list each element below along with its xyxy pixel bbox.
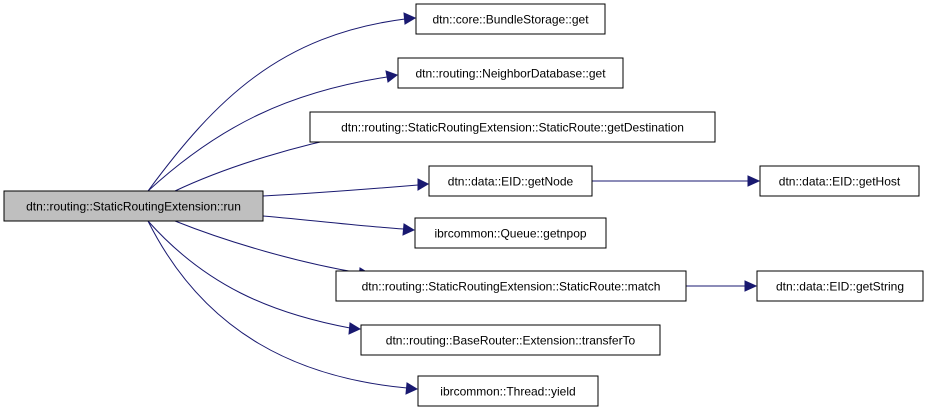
node-eid-get-string[interactable]: dtn::data::EID::getString xyxy=(756,270,924,302)
node-bundle-storage-get[interactable]: dtn::core::BundleStorage::get xyxy=(415,3,606,35)
arrowhead-thread-yield xyxy=(405,382,419,395)
arrowhead-eid-get-node xyxy=(417,178,430,191)
edge-run-to-static-route-get-destination xyxy=(174,133,358,192)
edges xyxy=(147,18,748,389)
arrowhead-eid-get-string xyxy=(744,280,758,292)
edge-run-to-extension-transfer-to xyxy=(147,220,351,329)
node-eid-get-host-label: dtn::data::EID::getHost xyxy=(779,175,901,189)
node-eid-get-node[interactable]: dtn::data::EID::getNode xyxy=(428,165,593,197)
node-bundle-storage-get-label: dtn::core::BundleStorage::get xyxy=(432,13,589,27)
arrowhead-neighbor-db-get xyxy=(385,70,399,83)
node-queue-getnpop[interactable]: ibrcommon::Queue::getnpop xyxy=(414,217,607,249)
node-static-route-match-label: dtn::routing::StaticRoutingExtension::St… xyxy=(362,280,661,294)
arrowhead-extension-transfer-to xyxy=(348,322,362,335)
node-thread-yield-label: ibrcommon::Thread::yield xyxy=(440,385,575,399)
node-eid-get-host[interactable]: dtn::data::EID::getHost xyxy=(759,165,920,197)
arrowhead-queue-getnpop xyxy=(402,223,416,236)
edge-run-to-thread-yield xyxy=(147,220,408,389)
edge-run-to-queue-getnpop xyxy=(262,215,405,230)
node-run[interactable]: dtn::routing::StaticRoutingExtension::ru… xyxy=(3,190,264,222)
node-queue-getnpop-label: ibrcommon::Queue::getnpop xyxy=(434,227,586,241)
node-extension-transfer-to[interactable]: dtn::routing::BaseRouter::Extension::tra… xyxy=(360,324,661,356)
arrowhead-eid-get-host xyxy=(747,175,761,187)
node-static-route-get-destination-label: dtn::routing::StaticRoutingExtension::St… xyxy=(341,121,684,135)
node-static-route-get-destination[interactable]: dtn::routing::StaticRoutingExtension::St… xyxy=(309,111,716,143)
node-eid-get-node-label: dtn::data::EID::getNode xyxy=(448,175,574,189)
arrowheads xyxy=(348,12,761,395)
edge-run-to-bundle-storage-get xyxy=(147,18,406,192)
node-eid-get-string-label: dtn::data::EID::getString xyxy=(776,280,904,294)
node-neighbor-db-get-label: dtn::routing::NeighborDatabase::get xyxy=(415,67,606,81)
node-extension-transfer-to-label: dtn::routing::BaseRouter::Extension::tra… xyxy=(386,334,636,348)
edge-run-to-eid-get-node xyxy=(262,184,419,197)
edge-run-to-static-route-match xyxy=(174,220,361,274)
node-static-route-match[interactable]: dtn::routing::StaticRoutingExtension::St… xyxy=(335,270,687,302)
node-thread-yield[interactable]: ibrcommon::Thread::yield xyxy=(417,375,599,407)
node-neighbor-db-get[interactable]: dtn::routing::NeighborDatabase::get xyxy=(397,57,624,89)
arrowhead-bundle-storage-get xyxy=(403,12,417,25)
node-run-label: dtn::routing::StaticRoutingExtension::ru… xyxy=(26,200,241,214)
edge-run-to-neighbor-db-get xyxy=(147,76,388,192)
